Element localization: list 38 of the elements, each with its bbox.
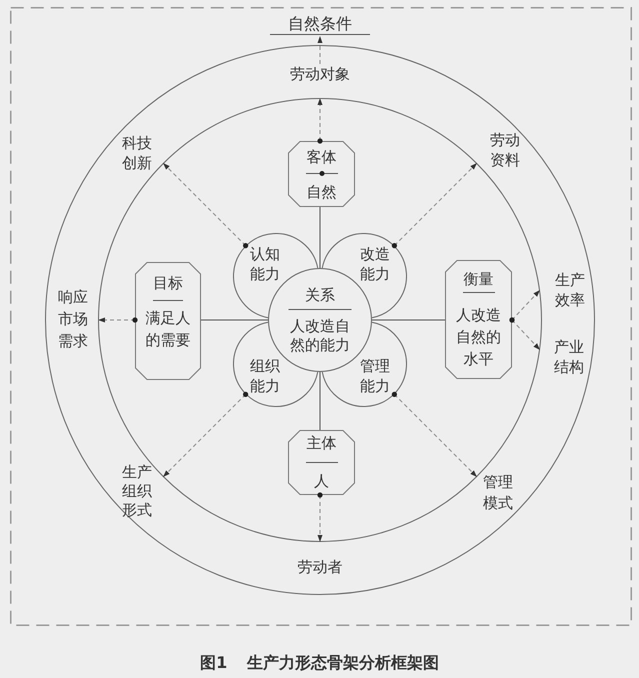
ring-label: 响应市场需求 xyxy=(57,286,89,352)
underlined-label: 自然条件 xyxy=(270,14,370,35)
body-text: 人改造自然的能力 xyxy=(289,317,351,355)
ring-label: 劳动对象 xyxy=(289,64,351,84)
body-text: 组织能力 xyxy=(250,356,280,396)
dashed-arrow xyxy=(509,317,540,350)
body-text: 满足人的需要 xyxy=(144,308,192,351)
ring-label: 生产组织形式 xyxy=(121,463,153,520)
octagon-box xyxy=(135,262,201,380)
ring-label: 科技创新 xyxy=(121,133,153,173)
ring-label: 劳动者 xyxy=(297,557,343,577)
ring-label: 劳动资料 xyxy=(489,130,521,170)
dashed-arrow xyxy=(98,317,138,323)
heading-text: 衡量 xyxy=(464,269,494,290)
heading-text: 主体 xyxy=(306,433,336,453)
ring-label: 产业结构 xyxy=(553,337,585,377)
body-text: 管理能力 xyxy=(360,356,390,396)
octagon-box xyxy=(288,430,355,495)
dashed-arrow xyxy=(392,162,478,248)
dashed-arrow xyxy=(317,492,323,542)
body-text: 自然 xyxy=(306,182,338,202)
octagon-box xyxy=(288,141,355,207)
heading-text: 关系 xyxy=(305,286,335,305)
heading-text: 目标 xyxy=(153,273,183,294)
figure-caption: 图1 生产力形态骨架分析框架图 xyxy=(200,652,439,674)
body-text: 人改造自然的水平 xyxy=(455,305,502,370)
ring-label: 管理模式 xyxy=(482,472,514,514)
ring-label: 生产效率 xyxy=(554,270,586,310)
octagon-box xyxy=(445,260,512,379)
dashed-arrow xyxy=(317,98,323,144)
body-text: 改造能力 xyxy=(360,244,390,284)
heading-text: 客体 xyxy=(306,147,336,167)
dashed-arrow xyxy=(162,392,248,478)
body-text: 认知能力 xyxy=(250,244,280,284)
dashed-arrow xyxy=(162,162,248,248)
dashed-arrow xyxy=(318,36,322,64)
dashed-arrow xyxy=(392,392,478,478)
body-text: 人 xyxy=(313,471,330,491)
